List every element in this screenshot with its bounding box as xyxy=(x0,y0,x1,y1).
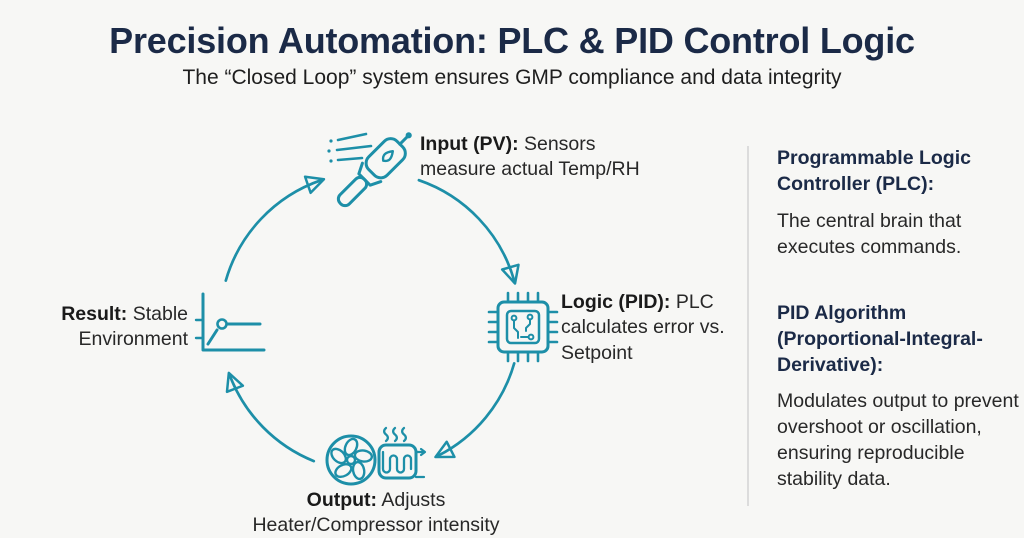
node-input-label: Input (PV): xyxy=(420,133,519,155)
definitions-panel: Programmable Logic Controller (PLC): The… xyxy=(747,146,1024,506)
node-output: Output: Adjusts Heater/Compressor intens… xyxy=(228,488,524,538)
pid-heading: PID Algorithm (Proportional-Integral-Der… xyxy=(777,301,983,376)
cycle-arrow-input-to-logic xyxy=(417,178,520,285)
sensor-probe-icon xyxy=(327,132,412,208)
node-logic: Logic (PID): PLC calculates error vs. Se… xyxy=(561,290,735,366)
node-logic-text: PLC calculates error vs. Setpoint xyxy=(561,291,725,364)
node-output-label: Output: xyxy=(306,489,378,511)
sensor-signal-lines-icon xyxy=(327,132,373,163)
node-result-label: Result: xyxy=(61,303,128,325)
node-result-text: Stable Environment xyxy=(78,303,188,351)
plc-description: The central brain that executes commands… xyxy=(777,209,962,258)
sidebar-section-plc: Programmable Logic Controller (PLC): The… xyxy=(777,146,1024,261)
node-logic-label: Logic (PID): xyxy=(561,291,671,313)
sidebar-section-pid: PID Algorithm (Proportional-Integral-Der… xyxy=(777,301,1024,493)
node-output-text: Adjusts Heater/Compressor intensity xyxy=(252,489,500,537)
node-result: Result: Stable Environment xyxy=(48,302,188,353)
pid-description: Modulates output to prevent overshoot or… xyxy=(777,390,1019,491)
microchip-icon xyxy=(487,291,559,363)
node-input: Input (PV): Sensors measure actual Temp/… xyxy=(420,132,646,183)
fan-icon xyxy=(325,434,377,486)
plc-heading: Programmable Logic Controller (PLC): xyxy=(777,147,971,195)
stability-graph-icon xyxy=(194,292,266,352)
cycle-arrow-logic-to-output xyxy=(434,362,516,459)
page-title: Precision Automation: PLC & PID Control … xyxy=(109,20,915,61)
node-input-text: Sensors measure actual Temp/RH xyxy=(420,133,640,181)
page-subtitle: The “Closed Loop” system ensures GMP com… xyxy=(182,66,842,89)
heater-icon xyxy=(377,426,427,480)
cycle-arrow-output-to-result xyxy=(225,371,316,463)
cycle-arrow-result-to-input xyxy=(224,175,326,282)
